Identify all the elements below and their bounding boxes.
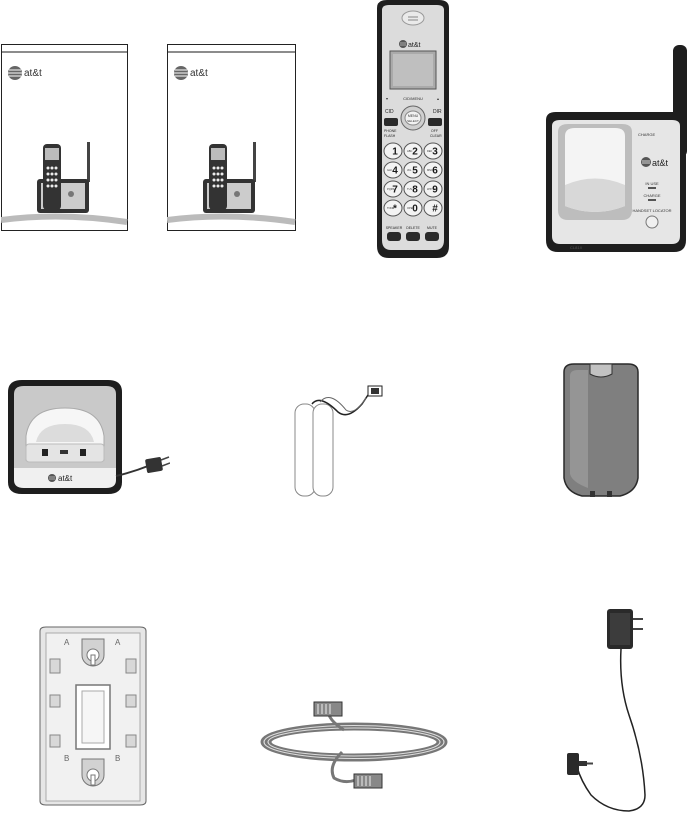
keypad-key-letters: TONE [387, 206, 394, 210]
speaker-label: SPEAKER [386, 226, 403, 230]
manual-logo-text: at&t [24, 68, 42, 79]
handset-logo-text: at&t [408, 42, 421, 49]
user-manual-1: at&t [1, 44, 128, 231]
att-globe-icon [174, 66, 188, 80]
phone-flash-key [384, 118, 398, 126]
mount-letter-b-right: B [115, 754, 120, 763]
charge-label: CHARGE [643, 193, 660, 198]
base-logo-text: at&t [652, 158, 669, 168]
nav-up-label: ▴ [437, 96, 439, 101]
delete-label: DELETE [406, 226, 420, 230]
keypad-key-letters: MNO [427, 168, 433, 172]
keypad-key-digit: 1 [392, 147, 398, 158]
telephone-line-cord [258, 700, 450, 796]
telephone-base: CHARGE at&t IN USE CHARGE HANDSET LOCATO… [540, 40, 695, 255]
mount-letter-a-left: A [64, 638, 70, 647]
keypad-key-digit: 3 [432, 147, 438, 158]
cordless-handset: at&t ▾ CID/MENU ▴ CID DIR MENU SELECT PH… [373, 0, 453, 260]
select-label: SELECT [407, 119, 419, 123]
keypad-key-digit: 8 [412, 185, 418, 196]
att-globe-icon [48, 474, 56, 482]
battery-cover [560, 362, 642, 502]
keypad-key-digit: 5 [412, 166, 418, 177]
battery-pack [290, 380, 390, 500]
handset-charger: at&t [8, 380, 170, 496]
charger-logo-text: at&t [58, 474, 73, 483]
power-adapter [555, 605, 665, 817]
keypad-key-digit: 4 [392, 166, 398, 177]
keypad-key-letters: DEF [427, 149, 433, 153]
keypad-key-digit: # [432, 204, 438, 215]
off-label: OFF [431, 129, 438, 133]
user-manual-2: at&t [167, 44, 296, 231]
keypad-key-letters: TUV [407, 187, 412, 191]
keypad-key-letters: ABC [407, 149, 412, 153]
mute-label: MUTE [427, 226, 438, 230]
dir-label: DIR [433, 109, 442, 115]
keypad-key: 1 [384, 143, 402, 159]
off-clear-key [428, 118, 442, 126]
clear-label: CLEAR [430, 134, 442, 138]
keypad-key-letters: GHI [387, 168, 392, 172]
manual-logo-text: at&t [190, 68, 208, 79]
keypad-key: *TONE [384, 200, 402, 216]
in-use-label: IN USE [645, 181, 659, 186]
keypad-key-digit: 6 [432, 166, 438, 177]
handset-locator-label: HANDSET LOCATOR [632, 208, 671, 213]
flash-label: FLASH [384, 134, 396, 138]
keypad-key-digit: 2 [412, 147, 418, 158]
keypad-key-letters: JKL [407, 168, 412, 172]
wall-mount-bracket: A A B B [34, 625, 152, 807]
mount-letter-b-left: B [64, 754, 69, 763]
keypad-key: # [424, 200, 442, 216]
keypad-key-letters: PQRS [387, 187, 395, 191]
menu-label: MENU [408, 114, 419, 118]
att-globe-icon [399, 40, 407, 48]
att-globe-icon [641, 157, 651, 167]
keypad-key-letters: OPER [407, 206, 414, 210]
base-model-text: CL81X [570, 245, 583, 250]
base-brand-band: CHARGE [638, 132, 655, 137]
att-globe-icon [8, 66, 22, 80]
mount-letter-a-right: A [115, 638, 121, 647]
cid-label: CID [385, 109, 394, 115]
nav-down-label: ▾ [386, 96, 388, 101]
keypad-key-letters: WXYZ [427, 187, 435, 191]
phone-label: PHONE [384, 129, 397, 133]
nav-center-label: CID/MENU [403, 96, 423, 101]
